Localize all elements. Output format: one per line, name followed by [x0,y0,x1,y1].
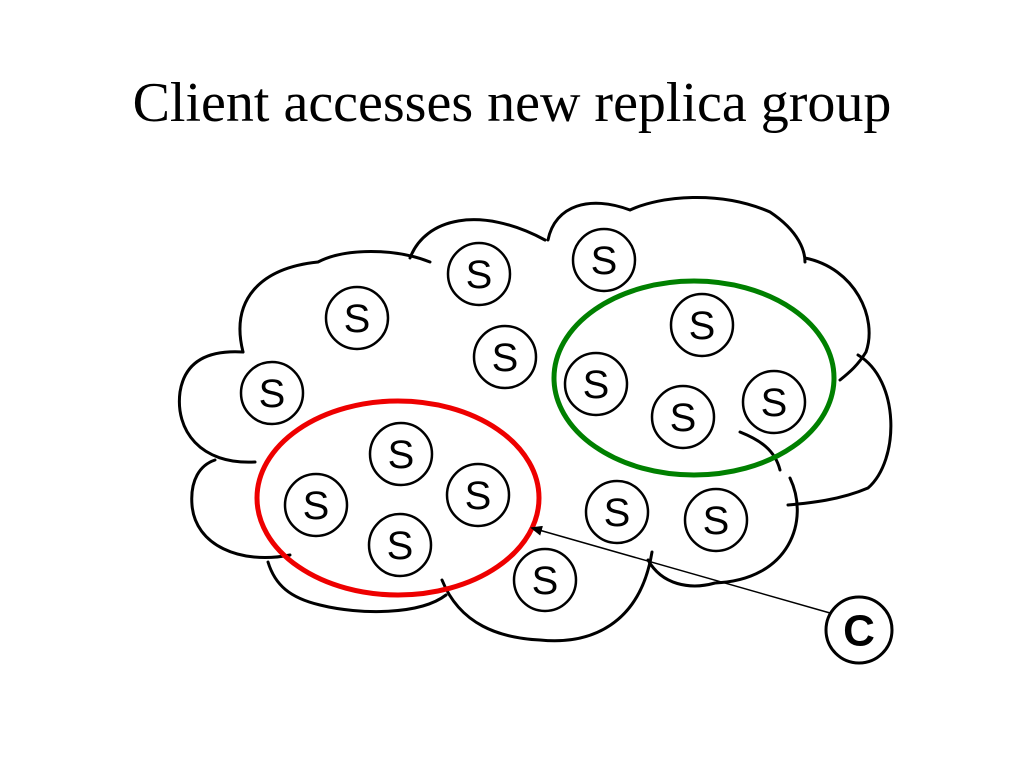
server-label: S [703,499,730,543]
server-label: S [583,363,610,407]
server-node: S [283,472,349,538]
server-node: S [368,421,434,487]
server-node: S [446,241,512,307]
server-node: S [563,351,629,417]
servers: S S S S S S S [239,227,807,613]
server-label: S [466,253,493,297]
server-label: S [344,297,371,341]
server-node: S [239,360,305,426]
server-label: S [388,433,415,477]
server-node: S [669,292,735,358]
cloud-outline [177,195,893,643]
client-node: C [824,595,894,665]
server-node: S [584,479,650,545]
slide-title: Client accesses new replica group [132,72,892,134]
server-label: S [492,336,519,380]
server-node: S [571,227,637,293]
server-label: S [465,474,492,518]
server-node: S [650,384,716,450]
server-node: S [683,487,749,553]
server-node: S [367,512,433,578]
server-label: S [259,372,286,416]
server-label: S [761,381,788,425]
server-label: S [303,484,330,528]
server-node: S [445,462,511,528]
server-label: S [670,396,697,440]
server-node: S [741,369,807,435]
server-label: S [532,559,559,603]
server-node: S [472,324,538,390]
server-label: S [689,304,716,348]
new-replica-group-ellipse [254,398,542,598]
server-node: S [512,547,578,613]
client-access-arrow [530,525,831,614]
server-label: S [604,491,631,535]
client-label: C [843,607,875,656]
server-label: S [591,239,618,283]
server-label: S [387,524,414,568]
server-node: S [324,285,390,351]
old-replica-group-ellipse [551,278,837,478]
